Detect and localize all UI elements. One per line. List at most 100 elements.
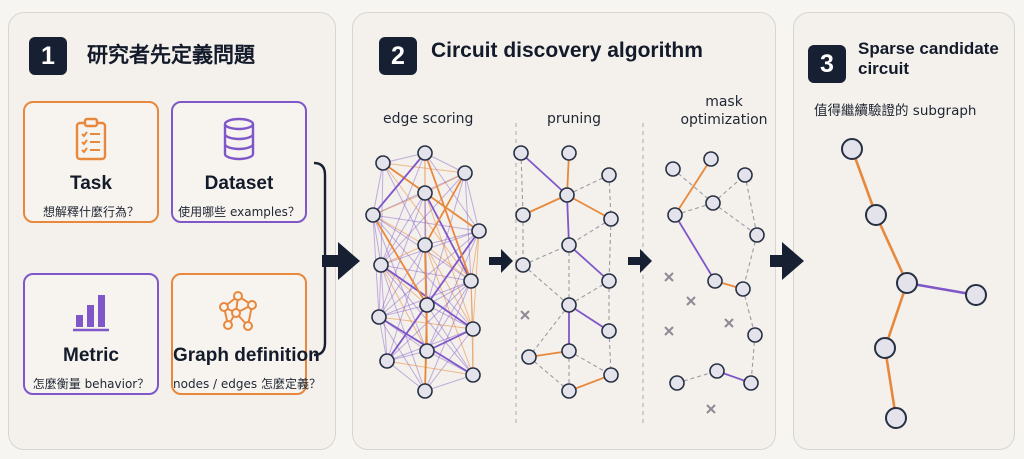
graph-edge [426,280,472,306]
graph-edge [716,370,752,384]
graph-edge [380,264,428,352]
graph-edge [470,230,480,282]
x-mark-icon [520,310,530,320]
graph-edge [378,304,428,318]
bar-chart-icon [73,295,109,332]
panel-title: Sparse candidate circuit [858,39,999,78]
graph-edge [386,360,426,392]
circuit-discovery-panel: 2 Circuit discovery algorithm edge scori… [352,12,776,450]
graph-edge [386,350,428,362]
graph-edge [424,152,466,174]
algorithm-graphs [365,123,765,423]
graph-edge [380,264,474,330]
graph-edge [380,172,466,266]
graph-edge [426,304,474,330]
mask-optimization-graph [664,151,765,414]
graph-edge [426,328,474,352]
circuit-node [885,407,907,429]
metric-description: 怎麼衡量 behavior？ [32,377,150,391]
step-number-badge: 2 [379,37,417,75]
graph-node [419,343,435,359]
graph-edge [378,316,474,376]
graph-edge [424,192,428,306]
dataset-title: Dataset [204,173,274,194]
graph-node [465,367,481,383]
right-arrow-icon [489,249,513,273]
graph-edge [424,172,466,246]
graph-edge [744,174,758,236]
graph-edge [674,202,714,216]
pruning-graph [513,145,619,399]
x-mark-icon [664,272,674,282]
graph-edge [424,304,428,392]
graph-edge [568,244,610,282]
graph-edge [382,162,426,246]
step-number-badge: 3 [808,45,846,83]
graph-edge [380,230,480,266]
graph-node [417,383,433,399]
graph-edge [672,168,714,204]
graph-edge [522,264,570,306]
graph-definition-card: Graph definition nodes / edges 怎麼定義？ [171,273,321,395]
graph-edge [378,316,426,392]
graph-edge [426,328,474,352]
graph-edge [528,350,570,358]
graph-node [417,145,433,161]
graph-edge [426,350,474,376]
circuit-node [874,337,896,359]
graph-edge [568,218,612,246]
graph-node [371,309,387,325]
graph-edge [568,374,612,392]
pruning-label: pruning [547,111,602,127]
graph-node [379,353,395,369]
graph-edge [424,304,428,392]
graph-edge [714,280,744,290]
database-icon [223,117,255,161]
graph-node [561,297,577,313]
graph-edge [372,214,428,306]
graph-edge [608,330,612,376]
graph-edge [424,374,474,392]
graph-edge [386,360,474,376]
graph-edge [386,230,480,362]
graph-edge [380,162,384,266]
graph-node [735,281,751,297]
graph-edge [380,264,472,282]
graph-edge [382,152,426,164]
graph-node [521,349,537,365]
x-mark-icon [686,296,696,306]
graph-node [515,207,531,223]
graph-edge [380,264,428,306]
graph-edge [372,214,474,330]
graph-edge [424,244,474,376]
graph-node [417,237,433,253]
graph-node [601,167,617,183]
graph-node [737,167,753,183]
graph-node [709,363,725,379]
circuit-node [865,204,887,226]
graph-edge [424,350,428,392]
graph-node [373,257,389,273]
graph-edge [378,316,474,376]
graph-node [707,273,723,289]
graph-node [747,327,763,343]
graph-edge [608,174,612,220]
graph-edge [424,244,428,352]
graph-network-icon [219,291,257,331]
graph-edge [742,234,758,290]
graph-edge [528,356,570,392]
graph-edge [424,192,480,232]
graph-edge [424,192,472,282]
graph-edge [426,230,480,352]
right-arrow-icon [628,249,652,273]
graph-edge [424,172,466,246]
graph-edge [380,264,474,330]
panel-title: 研究者先定義問題 [87,43,255,67]
graph-edge [712,174,746,204]
metric-card: Metric 怎麼衡量 behavior？ [23,273,159,395]
step-number-badge: 1 [29,37,67,75]
graph-edge [382,162,426,194]
problem-definition-panel: 1 研究者先定義問題 Task 想解釋什麼行為？ Dataset 使用哪些 ex… [8,12,336,450]
graph-node [561,237,577,253]
graph-node [603,211,619,227]
